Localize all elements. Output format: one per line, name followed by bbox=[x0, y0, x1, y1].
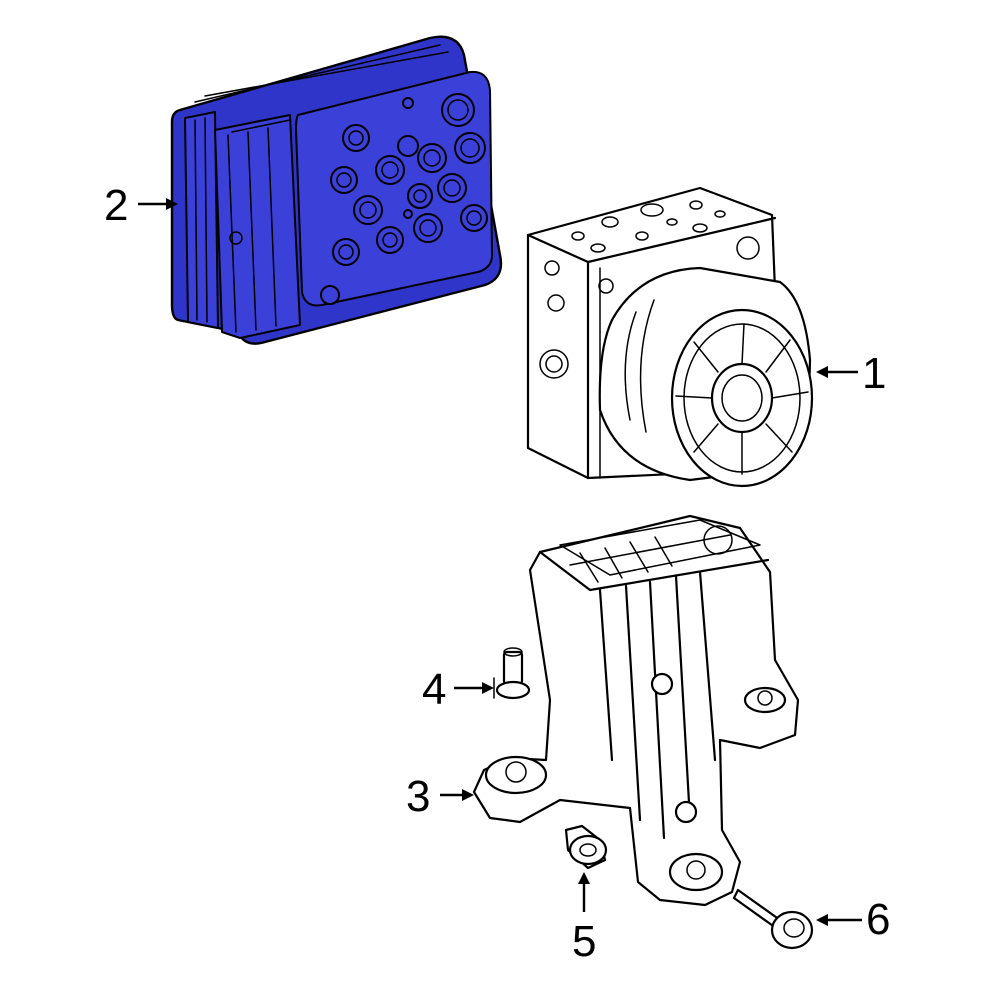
callout-1-label: 1 bbox=[862, 349, 887, 398]
valve-ports bbox=[320, 93, 488, 305]
bolt-5[interactable] bbox=[564, 824, 608, 870]
callout-arrows bbox=[138, 198, 862, 926]
mounting-bracket[interactable] bbox=[472, 514, 800, 907]
bolt-6[interactable] bbox=[732, 888, 814, 950]
callout-6-label: 6 bbox=[866, 895, 891, 944]
callout-2-label: 2 bbox=[104, 181, 129, 230]
callout-5-label: 5 bbox=[572, 917, 597, 966]
abs-control-module[interactable] bbox=[170, 35, 503, 345]
callout-4-label: 4 bbox=[422, 665, 447, 714]
abs-hydraulic-unit[interactable] bbox=[526, 186, 814, 488]
motor-fins bbox=[675, 323, 809, 475]
callout-3-label: 3 bbox=[406, 772, 431, 821]
bolt-4[interactable] bbox=[495, 647, 531, 700]
